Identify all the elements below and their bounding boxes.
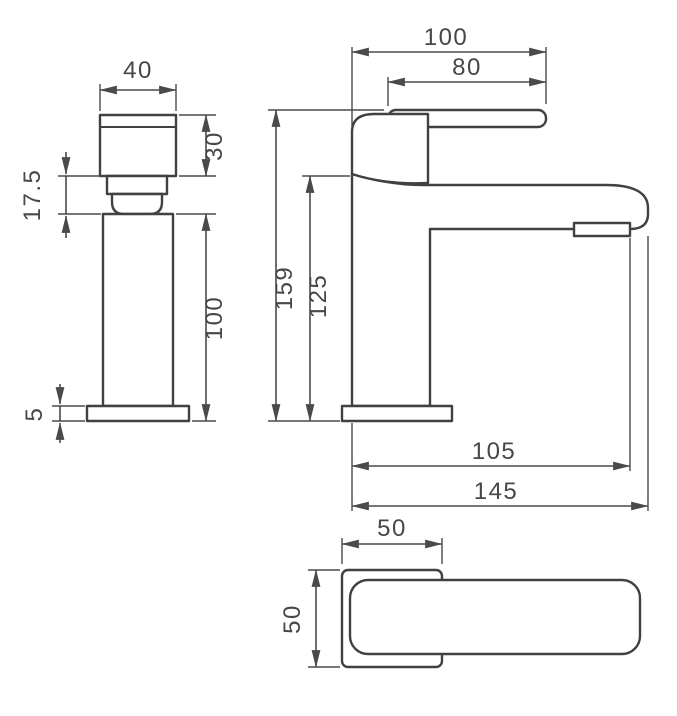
side-body-column (101, 212, 175, 408)
front-body-and-spout (350, 172, 650, 408)
side-body-height-label: 100 (201, 296, 228, 341)
plan-body-width-label: 50 (377, 515, 407, 542)
side-cartridge-height-label: 30 (201, 131, 228, 161)
side-base-thickness-label: 5 (21, 407, 48, 422)
side-top-width-label: 40 (123, 57, 153, 84)
front-overall-depth-label: 100 (424, 24, 469, 51)
front-spout-projection-label: 105 (472, 438, 517, 465)
front-overall-height-label: 159 (271, 266, 298, 311)
side-cartridge-body (98, 113, 178, 178)
side-collar-height-label: 17.5 (19, 169, 46, 222)
side-collar-lower (110, 192, 164, 216)
plan-view: 50 50 (279, 515, 642, 669)
plan-handle-lever (348, 578, 642, 656)
plan-body-depth-label: 50 (279, 604, 306, 634)
front-shoulder-height-label: 125 (305, 274, 332, 319)
front-handle-lever (350, 112, 430, 185)
front-aerator (572, 221, 632, 238)
side-view: 40 30 17.5 100 5 (19, 57, 228, 443)
side-collar-upper (105, 174, 169, 196)
side-base-plate (85, 404, 191, 423)
front-spout-plate-depth-label: 80 (452, 54, 482, 81)
front-view: 100 80 159 125 105 145 (268, 24, 650, 511)
front-base-plate (340, 404, 454, 423)
front-overall-projection-label: 145 (474, 478, 519, 505)
